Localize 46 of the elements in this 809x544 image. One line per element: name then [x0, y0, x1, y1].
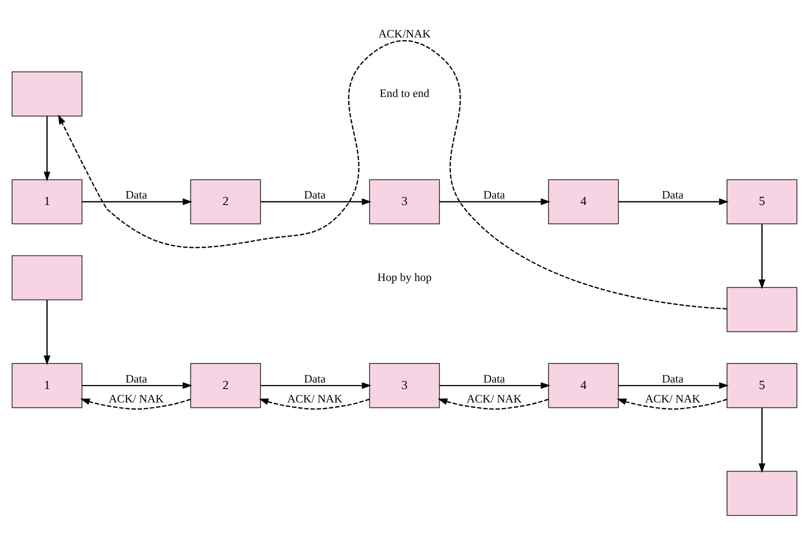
arrow: [440, 382, 550, 389]
edge-label: ACK/ NAK: [466, 394, 522, 406]
node-box: 1: [12, 179, 82, 224]
arrow: [440, 198, 550, 206]
node-box: 4: [548, 363, 619, 408]
label: Hop by hop: [377, 272, 432, 284]
arrow: [80, 398, 191, 410]
node-box: [726, 470, 798, 516]
edge-label: Data: [304, 190, 326, 202]
edge-label: ACK/NAK: [378, 28, 431, 41]
node-box: 2: [190, 179, 261, 224]
node-box: 1: [12, 363, 82, 408]
arrow: [82, 382, 192, 389]
edge-label: Data: [483, 373, 506, 386]
node-box: 5: [726, 363, 798, 408]
edge-label: ACK/ NAK: [108, 394, 164, 406]
edge-label: Data: [662, 373, 684, 386]
edge-label: ACK/ NAK: [287, 394, 342, 406]
arrow: [758, 408, 766, 473]
arrow: [44, 116, 50, 182]
arrow: [616, 398, 728, 410]
edge-label: Data: [304, 373, 326, 386]
node-box: 3: [369, 363, 440, 408]
node-box: [12, 255, 82, 300]
node-box: [726, 287, 798, 332]
arrow: [58, 40, 727, 310]
edge-label: Data: [125, 190, 148, 202]
node-box: 3: [369, 179, 440, 224]
edge-label: Data: [125, 373, 148, 386]
edge-label: Data: [483, 190, 506, 202]
node-box: 5: [726, 179, 798, 224]
arrow: [260, 382, 372, 389]
node-box: [12, 71, 82, 116]
arrow: [258, 398, 370, 410]
node-box: 2: [190, 363, 261, 408]
arrow: [82, 198, 192, 206]
arrow: [618, 198, 729, 206]
arrow: [758, 224, 766, 290]
arrow: [618, 382, 729, 389]
arrow: [260, 198, 372, 206]
arrow: [438, 398, 549, 410]
arrow: [44, 300, 50, 366]
node-box: 4: [548, 179, 619, 224]
edge-label: ACK/ NAK: [645, 394, 700, 406]
label: End to end: [380, 88, 430, 100]
edge-label: Data: [662, 190, 684, 202]
